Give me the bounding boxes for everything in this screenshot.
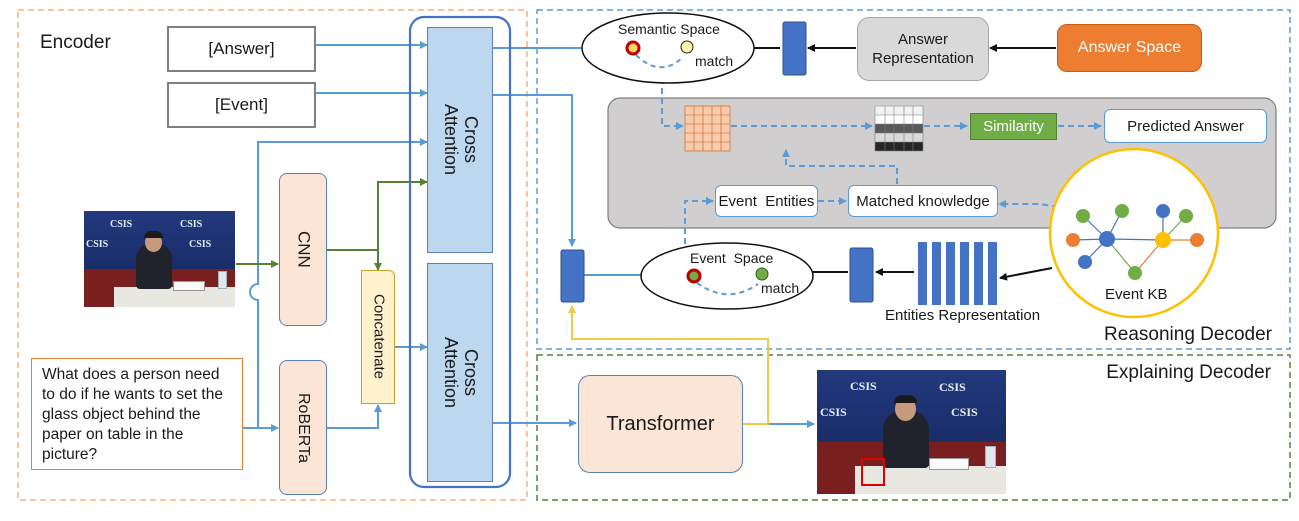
similarity-box: Similarity [970,113,1057,140]
event-kb-circle [1048,147,1220,319]
cross-attention-bottom: Cross Attention [427,263,493,482]
answer-space-box: Answer Space [1057,24,1202,72]
encoder-frame [17,9,528,501]
semantic-query-point [625,40,641,56]
transformer-label: Transformer [606,412,715,435]
output-image-sign: CSIS [850,379,877,393]
predicted-answer-label: Predicted Answer [1127,117,1244,135]
concatenate-box: Concatenate [361,270,395,404]
similarity-matrix [874,105,924,152]
answer-token-label: [Answer] [208,39,275,58]
roberta-box: RoBERTa [279,360,327,495]
cross-attention-top-label: Cross Attention [441,104,481,176]
knowledge-graph [1066,204,1204,280]
entities-representation-bars [918,242,997,305]
event-query-point [686,268,702,284]
semantic-match-label: match [695,53,734,69]
event-space-label: Event Space [690,250,774,266]
cross-attention-top: Cross Attention [427,27,493,253]
matched-knowledge-label: Matched knowledge [856,192,990,210]
answer-vector [782,21,807,76]
event-vector [560,249,585,303]
predicted-answer-box: Predicted Answer [1104,109,1267,143]
cnn-box: CNN [279,173,327,326]
answer-representation-label: Answer Representation [872,31,974,67]
input-image-sign: CSIS [110,219,133,230]
event-entities-label: Event Entities [718,192,815,210]
cnn-label: CNN [294,231,314,268]
answer-token-box: [Answer] [167,26,316,72]
event-match-label: match [761,280,800,296]
transformer-box: Transformer [578,375,743,473]
cross-attention-bottom-label: Cross Attention [441,336,481,409]
output-image: CSIS CSIS CSIS CSIS [817,370,1006,494]
reasoning-decoder-frame [536,9,1291,350]
encoder-title: Encoder [40,32,111,53]
answer-matrix [684,105,731,152]
explaining-decoder-title: Explaining Decoder [1106,362,1271,383]
question-box: What does a person need to do if he want… [31,358,243,470]
semantic-space-ellipse [581,12,755,84]
event-kb-label: Event KB [1105,286,1168,303]
event-space-ellipse [640,242,814,310]
event-token-box: [Event] [167,82,316,128]
question-text: What does a person need to do if he want… [42,366,223,463]
answer-representation-box: Answer Representation [857,17,989,81]
concatenate-label: Concatenate [370,294,388,380]
reasoning-decoder-title: Reasoning Decoder [1104,324,1272,345]
semantic-answer-point [680,40,694,54]
entities-representation-label: Entities Representation [885,307,1041,324]
answer-space-label: Answer Space [1077,39,1182,56]
similarity-label: Similarity [983,118,1044,135]
event-entity-point [755,267,769,281]
matched-knowledge-box: Matched knowledge [848,185,998,217]
entity-vector [849,247,874,303]
cross-attention-container [408,15,512,489]
roberta-label: RoBERTa [294,392,312,463]
semantic-space-label: Semantic Space [618,21,720,37]
explaining-decoder-frame [536,354,1291,501]
event-entities-box: Event Entities [715,185,818,217]
input-image: CSIS CSIS CSIS CSIS [84,211,235,307]
highlight-box [861,458,885,486]
event-token-label: [Event] [215,95,268,114]
